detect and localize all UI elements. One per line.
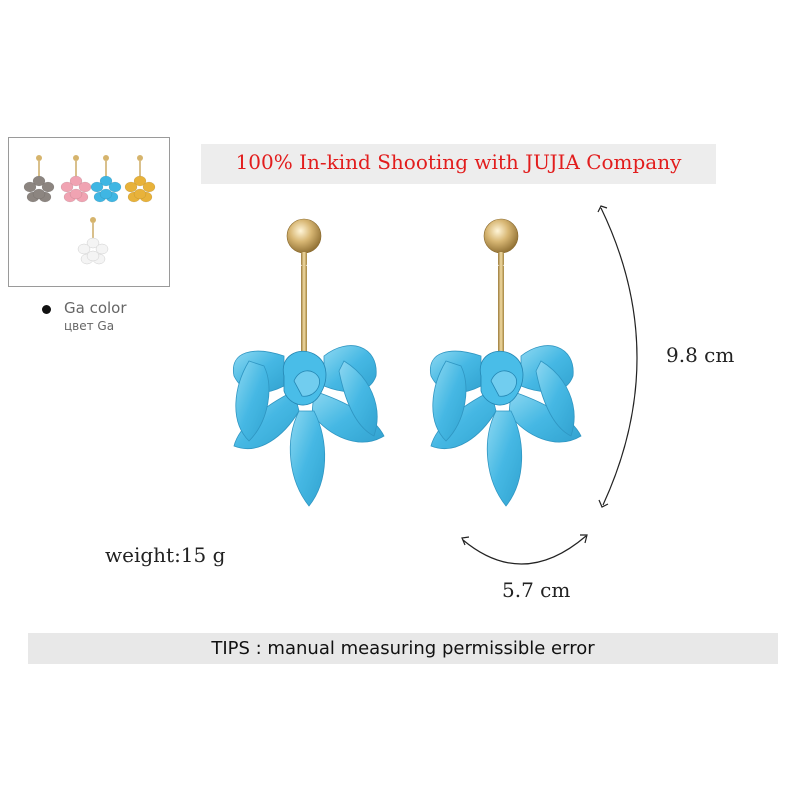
left-earring	[232, 218, 385, 507]
legend-bullet-icon	[42, 305, 51, 314]
width-measurement-label: 5.7 cm	[502, 578, 571, 602]
variant-earring	[60, 155, 92, 203]
width-measurement-arrow	[461, 534, 588, 565]
variant-earring	[23, 155, 55, 203]
height-measurement-arrow	[597, 205, 638, 508]
shooting-banner: 100% In-kind Shooting with JUJIA Company	[201, 144, 716, 184]
legend-color-label: Ga color	[64, 299, 127, 317]
tips-text: TIPS : manual measuring permissible erro…	[211, 638, 595, 659]
right-earring	[429, 218, 582, 507]
tips-bar: TIPS : manual measuring permissible erro…	[28, 633, 778, 664]
variant-earring	[77, 217, 109, 265]
variant-earring	[124, 155, 156, 203]
variant-earrings-image	[23, 155, 156, 265]
weight-label: weight:15 g	[105, 543, 226, 567]
banner-text: 100% In-kind Shooting with JUJIA Company	[235, 150, 682, 174]
legend-color-label-ru: цвет Ga	[64, 319, 115, 333]
color-variants-thumbnail	[8, 137, 170, 287]
variant-earring	[90, 155, 122, 203]
height-measurement-label: 9.8 cm	[666, 343, 735, 367]
